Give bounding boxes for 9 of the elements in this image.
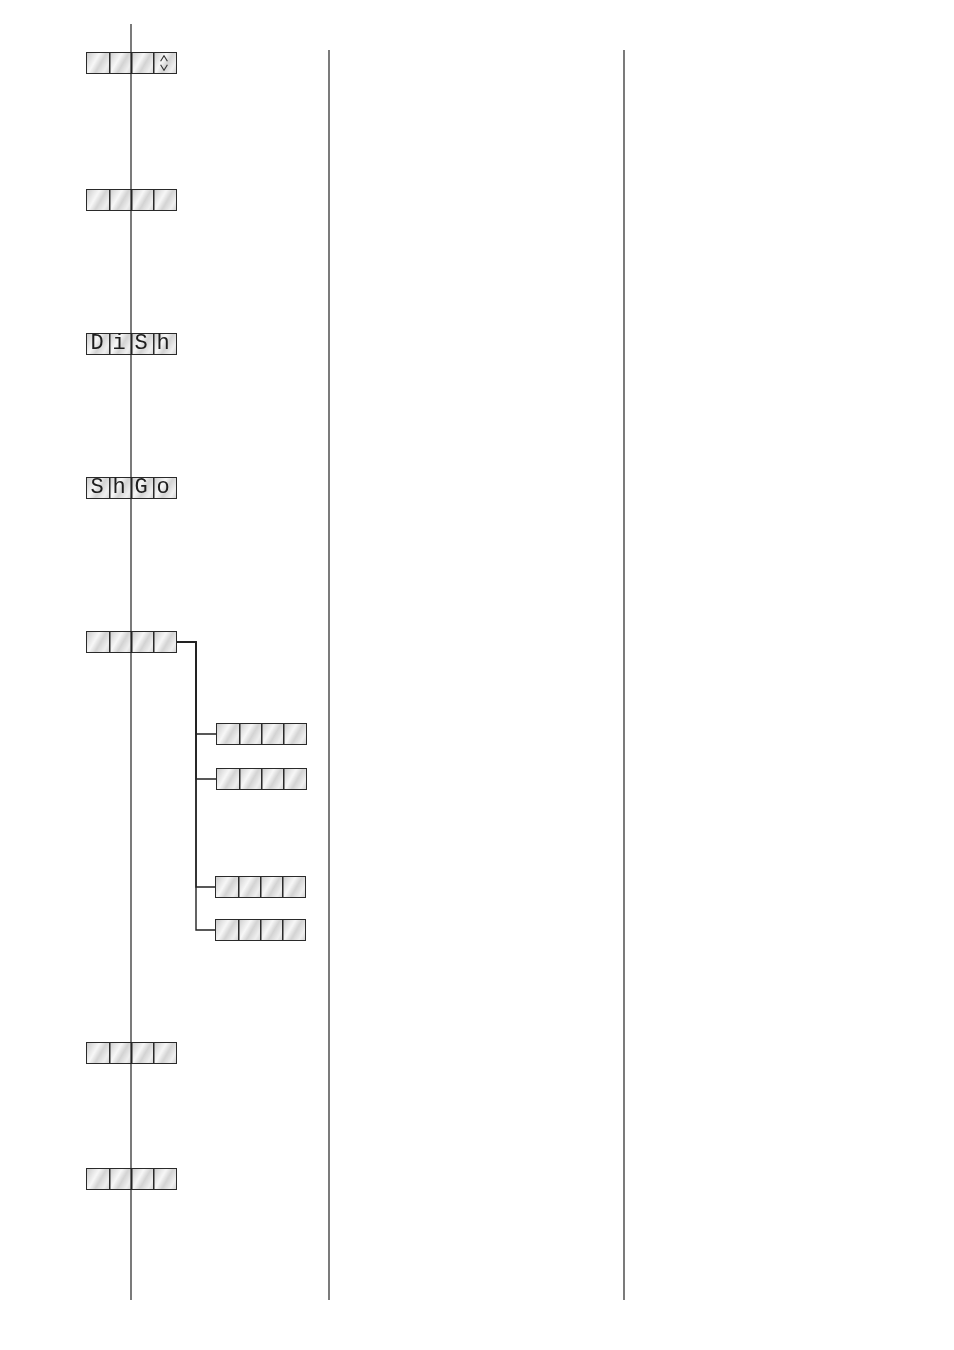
display-panel (86, 1168, 177, 1190)
display-panel (86, 189, 177, 211)
display-panel (216, 768, 307, 790)
display-panel (215, 919, 306, 941)
display-panel (86, 52, 177, 74)
display-panel (216, 723, 307, 745)
display-panel (215, 876, 306, 898)
display-panel (86, 1042, 177, 1064)
display-panel (86, 631, 177, 653)
